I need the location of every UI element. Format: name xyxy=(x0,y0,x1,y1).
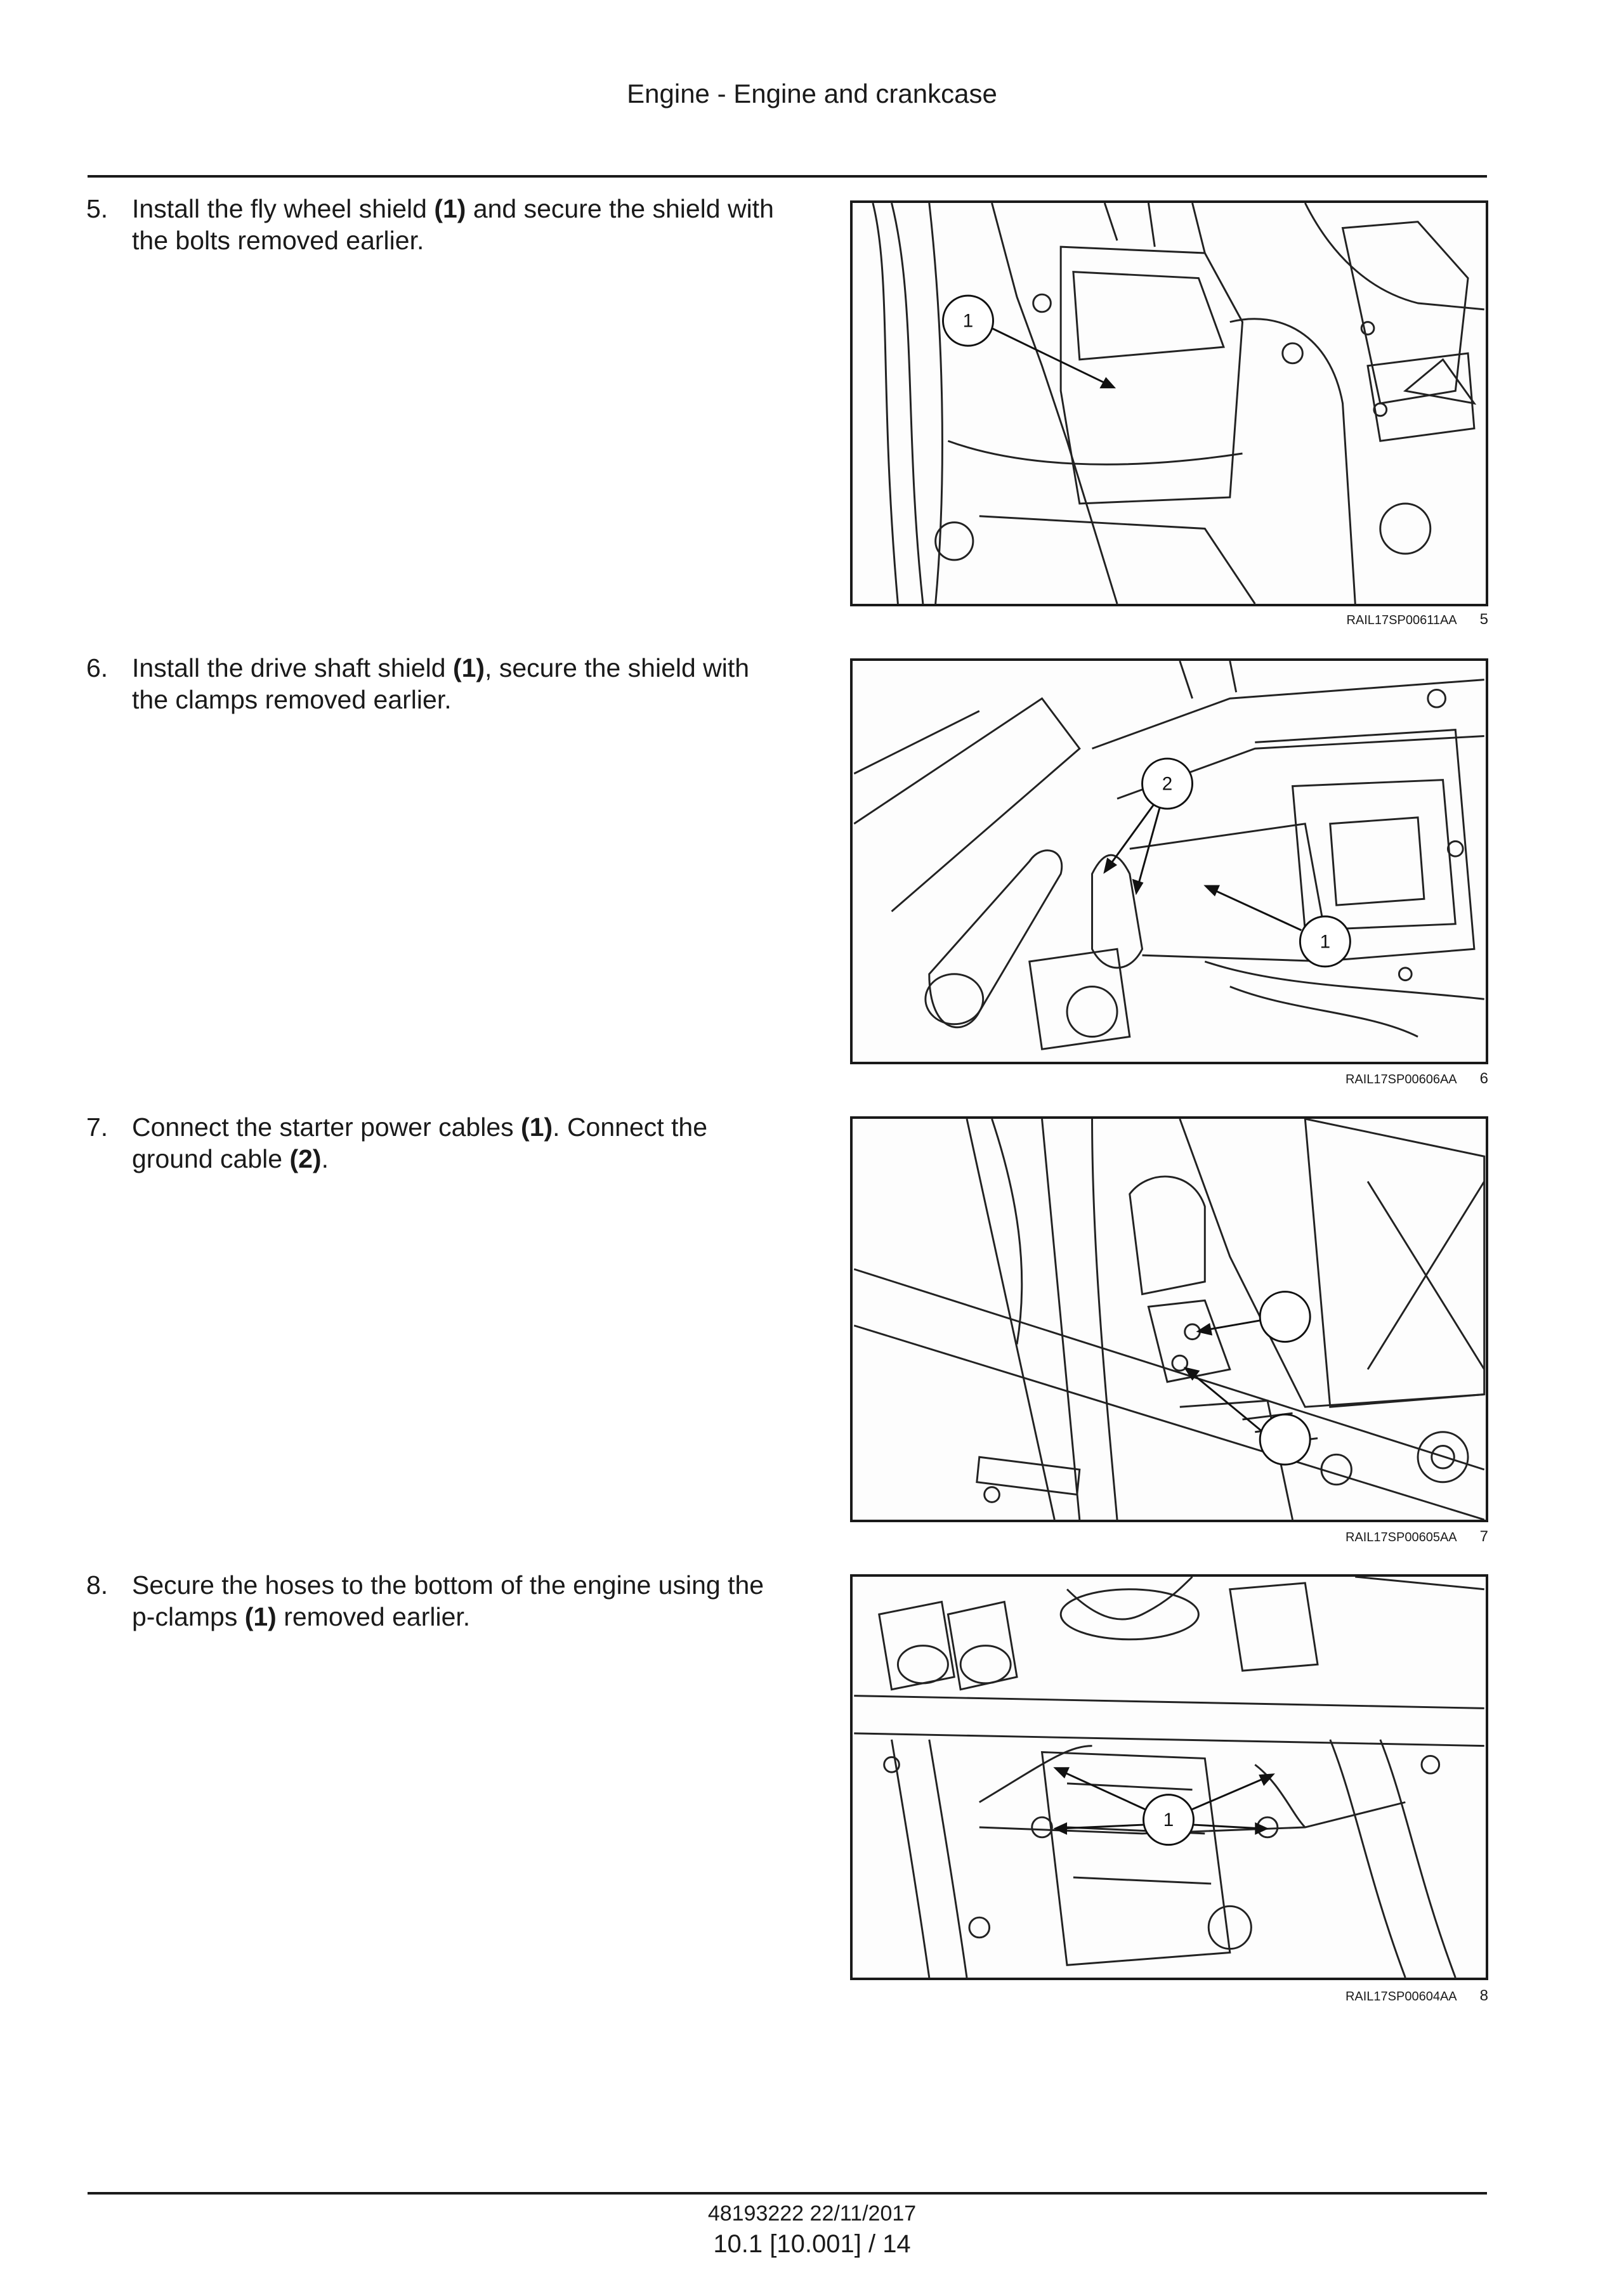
step-number: 8. xyxy=(86,1570,108,1600)
text-run: , secure the shield with xyxy=(485,653,750,682)
figure-5-caption: RAIL17SP00611AA 5 xyxy=(850,610,1488,630)
p-clamps-drawing: 1 xyxy=(854,1577,1484,1978)
figure-code: RAIL17SP00604AA xyxy=(1345,1990,1457,2004)
callout-reference: (1) xyxy=(244,1602,277,1631)
footer-doc-date: 48193222 22/11/2017 xyxy=(707,2201,917,2226)
step-text: Secure the hoses to the bottom of the en… xyxy=(132,1569,874,1633)
callout-1: 1 xyxy=(1203,885,1351,968)
step-text-line: Secure the hoses to the bottom of the en… xyxy=(132,1569,874,1601)
figure-5-illustration: 1 xyxy=(850,200,1488,606)
figure-code: RAIL17SP00611AA xyxy=(1346,613,1457,627)
callout-reference: (1) xyxy=(521,1112,553,1142)
step-text: Install the fly wheel shield (1) and sec… xyxy=(132,193,874,256)
text-run: the bolts removed earlier. xyxy=(132,226,424,255)
step-number: 6. xyxy=(86,653,108,682)
figure-code: RAIL17SP00605AA xyxy=(1345,1530,1457,1544)
figure-6-caption: RAIL17SP00606AA 6 xyxy=(850,1069,1488,1089)
step-text-line: Connect the starter power cables (1). Co… xyxy=(132,1111,874,1143)
figure-code: RAIL17SP00606AA xyxy=(1345,1073,1457,1086)
step-text: Install the drive shaft shield (1), secu… xyxy=(132,652,874,715)
text-run: removed earlier. xyxy=(276,1602,471,1631)
callout-2: 2 xyxy=(1103,757,1194,896)
footer-divider xyxy=(88,2192,1487,2195)
text-run: . xyxy=(321,1144,329,1173)
figure-number: 8 xyxy=(1479,1987,1488,2004)
header-divider xyxy=(88,175,1487,178)
text-run: Install the drive shaft shield xyxy=(132,653,453,682)
figure-6-illustration: 2 1 xyxy=(850,658,1488,1064)
text-run: Secure the hoses to the bottom of the en… xyxy=(132,1570,764,1600)
step-text-line: ground cable (2). xyxy=(132,1143,874,1175)
text-run: Connect the starter power cables xyxy=(132,1112,521,1142)
callout-1 xyxy=(1196,1291,1311,1343)
step-number: 5. xyxy=(86,194,108,223)
step-number: 7. xyxy=(86,1112,108,1142)
step-text-line: p-clamps (1) removed earlier. xyxy=(132,1601,874,1633)
svg-text:1: 1 xyxy=(963,311,973,332)
text-run: Install the fly wheel shield xyxy=(132,194,435,223)
text-run: and secure the shield with xyxy=(466,194,774,223)
svg-text:1: 1 xyxy=(1163,1810,1174,1830)
callout-1: 1 xyxy=(1053,1767,1275,1846)
callout-reference: (2) xyxy=(289,1144,322,1173)
footer-page-reference: 10.1 [10.001] / 14 xyxy=(713,2230,911,2258)
flywheel-shield-drawing: 1 xyxy=(872,203,1484,604)
starter-cables-drawing xyxy=(853,1119,1486,1520)
page-header-title: Engine - Engine and crankcase xyxy=(627,79,997,108)
figure-7-caption: RAIL17SP00605AA 7 xyxy=(850,1527,1488,1547)
figure-number: 5 xyxy=(1479,611,1488,628)
text-run: . Connect the xyxy=(553,1112,708,1142)
callout-2 xyxy=(1183,1367,1311,1466)
text-run: the clamps removed earlier. xyxy=(132,685,452,714)
figure-7-illustration xyxy=(850,1116,1488,1522)
figure-8-caption: RAIL17SP00604AA 8 xyxy=(850,1986,1488,2006)
step-text-line: Install the fly wheel shield (1) and sec… xyxy=(132,193,874,225)
figure-number: 6 xyxy=(1479,1070,1488,1087)
svg-text:1: 1 xyxy=(1320,931,1330,952)
callout-reference: (1) xyxy=(434,194,466,223)
figure-8-illustration: 1 xyxy=(850,1574,1488,1980)
drive-shaft-shield-drawing: 2 1 xyxy=(853,661,1484,1050)
text-run: p-clamps xyxy=(132,1602,245,1631)
step-text: Connect the starter power cables (1). Co… xyxy=(132,1111,874,1175)
text-run: ground cable xyxy=(132,1144,290,1173)
svg-text:2: 2 xyxy=(1162,773,1172,794)
callout-1: 1 xyxy=(942,294,1116,389)
step-text-line: the bolts removed earlier. xyxy=(132,225,874,256)
step-text-line: the clamps removed earlier. xyxy=(132,684,874,715)
callout-reference: (1) xyxy=(452,653,485,682)
figure-number: 7 xyxy=(1479,1528,1488,1545)
step-text-line: Install the drive shaft shield (1), secu… xyxy=(132,652,874,684)
